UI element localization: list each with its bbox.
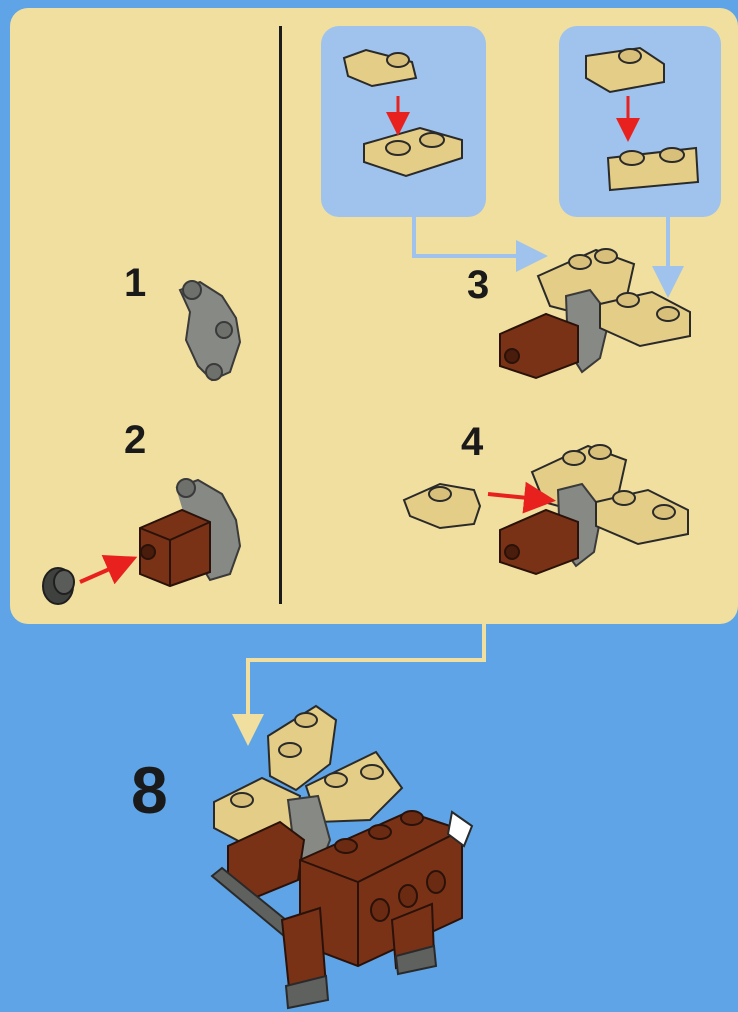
- step4-assembly: [404, 445, 688, 574]
- tan-plate-icon: [586, 48, 698, 190]
- flow-line-to-model: [248, 624, 484, 738]
- reindeer-model-icon: [212, 706, 472, 1008]
- flow-line-left: [414, 217, 540, 256]
- round-stud-icon: [43, 568, 74, 604]
- step3-assembly: [500, 249, 690, 378]
- arrow-step2: [80, 560, 130, 582]
- arrow-step4: [488, 494, 548, 500]
- gray-clip-piece-icon: [180, 281, 240, 380]
- tan-plate-icon: [344, 50, 462, 176]
- brown-brick-icon: [140, 479, 240, 586]
